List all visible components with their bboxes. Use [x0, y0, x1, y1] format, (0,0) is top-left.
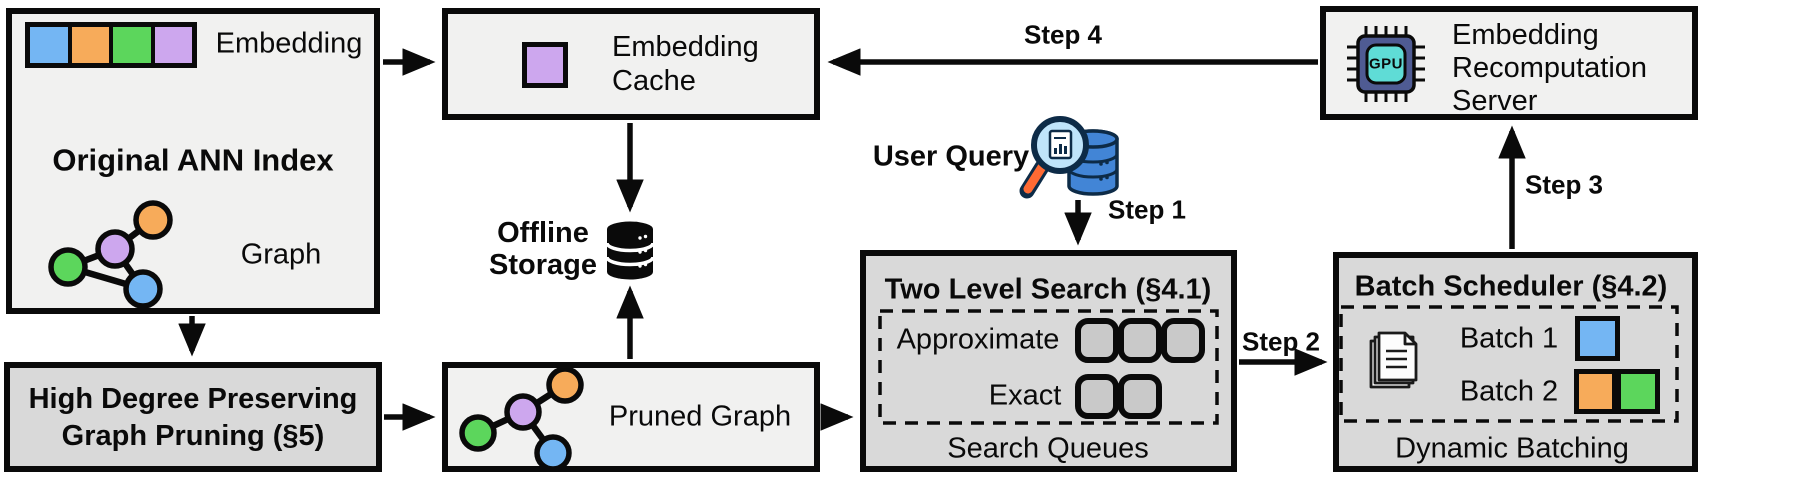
step3-label: Step 3 — [1524, 169, 1604, 200]
embedding-cell-green — [109, 27, 151, 63]
approximate-row-label: Approximate — [896, 323, 1060, 356]
recomputation-server-line1: Embedding — [1452, 19, 1599, 51]
pruned-graph-label: Pruned Graph — [608, 400, 792, 433]
offline-storage-label: Offline Storage — [489, 217, 597, 281]
user-query-label: User Query — [872, 140, 1030, 173]
batch2-label: Batch 2 — [1459, 375, 1559, 408]
exact-row-label: Exact — [988, 379, 1062, 412]
embedding-cell-blue — [30, 27, 68, 63]
embedding-cache-label-line1: Embedding — [612, 31, 759, 63]
embedding-cache-box — [442, 8, 820, 120]
recomputation-server-label: Embedding Recomputation Server — [1452, 19, 1647, 118]
exact-queue-slot — [1075, 374, 1119, 419]
embedding-cache-label-line2: Cache — [612, 65, 696, 97]
graph-pruning-box — [4, 362, 382, 472]
batch2-item-green — [1616, 369, 1660, 414]
embedding-cache-label: Embedding Cache — [612, 30, 759, 98]
two-level-search-title: Two Level Search (§4.1) — [884, 273, 1212, 306]
search-queues-caption: Search Queues — [947, 432, 1149, 465]
approximate-queue-slot — [1075, 318, 1119, 363]
embedding-cell-purple — [150, 27, 192, 63]
offline-storage-label-line2: Storage — [489, 249, 597, 281]
embedding-vector-strip — [25, 22, 197, 68]
recomputation-server-line2: Recomputation — [1452, 52, 1648, 84]
dynamic-batching-caption: Dynamic Batching — [1395, 432, 1629, 465]
graph-label: Graph — [240, 238, 322, 271]
gpu-chip-label: GPU — [1368, 55, 1404, 73]
exact-queue-slot — [1118, 374, 1162, 419]
offline-storage-label-line1: Offline — [497, 217, 589, 249]
recomputation-server-line3: Server — [1452, 85, 1538, 117]
step2-label: Step 2 — [1241, 326, 1321, 357]
embedding-cell-orange — [67, 27, 109, 63]
original-index-title: Original ANN Index — [52, 142, 334, 178]
graph-pruning-title-line2: Graph Pruning (§5) — [61, 420, 325, 452]
database-icon — [605, 221, 655, 280]
batch1-item-blue — [1575, 316, 1620, 361]
approximate-queue-slot — [1118, 318, 1162, 363]
step4-label: Step 4 — [1023, 19, 1103, 50]
graph-pruning-title: High Degree Preserving Graph Pruning (§5… — [29, 381, 358, 455]
batch2-item-orange — [1574, 369, 1617, 414]
approximate-queue-slot — [1161, 318, 1205, 363]
graph-pruning-title-line1: High Degree Preserving — [28, 383, 358, 415]
cached-embedding-square — [522, 42, 568, 88]
batch1-label: Batch 1 — [1459, 322, 1559, 355]
embedding-strip-label: Embedding — [215, 27, 363, 60]
batch-scheduler-title: Batch Scheduler (§4.2) — [1354, 270, 1668, 303]
magnifier-database-icon — [1019, 116, 1119, 199]
step1-label: Step 1 — [1107, 194, 1187, 225]
